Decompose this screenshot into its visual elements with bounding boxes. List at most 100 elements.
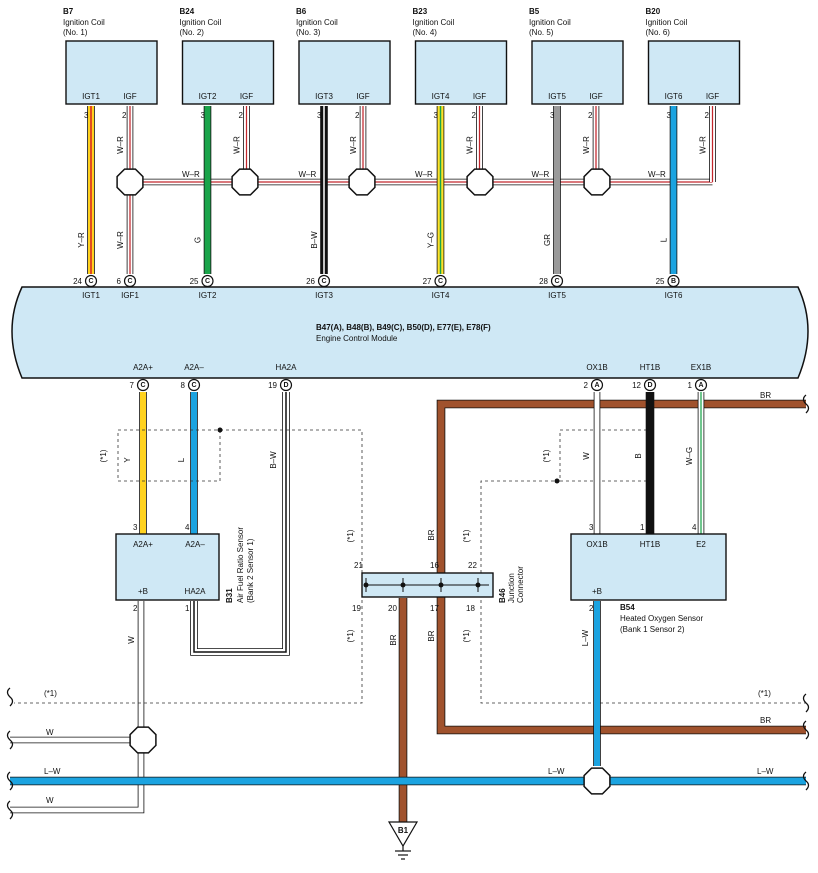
o2-pin-ox1b: OX1B <box>586 540 607 549</box>
ecm-name: Engine Control Module <box>316 334 398 343</box>
ecm-conn-igt-1 <box>84 274 98 288</box>
break-mark-5 <box>802 394 810 414</box>
af-sensor-position: (Bank 2 Sensor 1) <box>246 538 255 603</box>
ecm-pin-num-bottom-2: 8 <box>181 381 186 390</box>
coil-pin-igf-2: IGF <box>240 92 253 101</box>
junction-dot-4 <box>475 582 481 588</box>
coil-number-4: (No. 4) <box>413 28 438 37</box>
ht1b-wire-label: B <box>634 453 643 458</box>
coil-pin-igt-4: IGT4 <box>432 92 450 101</box>
ecm-conn-igt-6 <box>667 274 680 288</box>
coil-number-1: (No. 1) <box>63 28 88 37</box>
igf-splice-octagon-3 <box>348 168 376 196</box>
af-option-dot <box>217 427 223 433</box>
coil-name-5: Ignition Coil <box>529 18 571 27</box>
o2-option-note-2: (*1) <box>462 529 471 542</box>
af-pin-ha2a: HA2A <box>185 587 207 596</box>
junction-top-pin-2: 16 <box>430 561 439 570</box>
af-pin-a2a-minus: A2A– <box>185 540 205 549</box>
ignition-coil-box-5 <box>531 40 624 105</box>
o2-option-dashed-line <box>480 480 806 704</box>
engine-control-module-box <box>11 286 809 379</box>
junction-bottom-pin-2: 20 <box>388 604 397 613</box>
ecm-pin-label-bottom-4: OX1B <box>586 363 607 372</box>
af-option-dashed-line <box>14 429 363 704</box>
af-sensor-box <box>115 533 220 601</box>
br-loop-wire <box>437 400 806 734</box>
coil-number-6: (No. 6) <box>646 28 671 37</box>
o2-pin-num-2: 1 <box>640 523 645 532</box>
ecm-conn-bottom-1-letter: C <box>140 382 145 389</box>
igf-bus-label-5: W–R <box>648 170 666 179</box>
ecm-pin-num-igt-3: 26 <box>306 277 315 286</box>
ecm-pin-num-igf: 6 <box>117 277 122 286</box>
af-pin-num-3: 2 <box>133 604 138 613</box>
igt-wire-label-1: Y–R <box>77 232 86 248</box>
coil-name-3: Ignition Coil <box>296 18 338 27</box>
ignition-coil-box-4 <box>414 40 508 105</box>
w-branch-upper-label: W <box>46 728 54 737</box>
break-mark-3 <box>6 771 14 791</box>
junction-code: B46 <box>498 588 507 603</box>
ecm-pin-label-igt-1: IGT1 <box>82 291 100 300</box>
lw-splice-octagon <box>583 767 611 795</box>
junction-bottom-pin-1: 19 <box>352 604 361 613</box>
junction-name-2: Connector <box>516 566 525 603</box>
coil-number-2: (No. 2) <box>180 28 205 37</box>
ecm-pin-num-bottom-4: 2 <box>584 381 589 390</box>
break-mark-2 <box>6 730 14 750</box>
coil-pin-igt-6: IGT6 <box>665 92 683 101</box>
coil-pin-igf-3: IGF <box>356 92 369 101</box>
break-mark-1 <box>6 687 14 707</box>
ox1b-wire-label: W <box>582 452 591 460</box>
ecm-pin-num-igt-4: 27 <box>423 277 432 286</box>
coil-name-4: Ignition Coil <box>413 18 455 27</box>
ecm-conn-bottom-4 <box>590 378 604 392</box>
ecm-conn-bottom-6-letter: A <box>698 382 703 389</box>
a2a-plus-wire-label: Y <box>123 457 132 463</box>
af-option-dashed-box <box>117 429 221 482</box>
igt-wire-label-5: GR <box>543 234 552 246</box>
ecm-conn-igt-4-letter: C <box>438 278 443 285</box>
br-junction-bottom-label: BR <box>427 630 436 641</box>
ecm-conn-igt-6-letter: B <box>671 278 676 285</box>
igf-bus-label-2: W–R <box>299 170 317 179</box>
ecm-pin-label-igt-6: IGT6 <box>665 291 683 300</box>
o2-pin-num-3: 4 <box>692 523 697 532</box>
igf-drop-label-5: W–R <box>582 136 591 154</box>
ha2a-wire-label: B–W <box>269 451 278 469</box>
lw-right-label: L–W <box>757 767 774 776</box>
igt-wire-label-2: G <box>194 237 203 243</box>
ha2a-wire-outline <box>190 392 290 656</box>
ecm-conn-bottom-3-letter: D <box>283 382 288 389</box>
o2-sensor-name: Heated Oxygen Sensor <box>620 614 703 623</box>
af-pin-num-1: 3 <box>133 523 138 532</box>
coil-pin-num-a-2: 3 <box>201 111 206 120</box>
coil-code-3: B6 <box>296 7 307 16</box>
break-mark-6 <box>802 693 810 713</box>
w-branch-lower-label: W <box>46 796 54 805</box>
ignition-coil-box-1 <box>65 40 158 105</box>
coil-code-4: B23 <box>413 7 428 16</box>
coil-pin-num-b-3: 2 <box>355 111 360 120</box>
o2-pin-num-4: 2 <box>589 604 594 613</box>
af-option-note-3: (*1) <box>346 629 355 642</box>
ecm-pin-num-igt-6: 25 <box>656 277 665 286</box>
ecm-pin-label-bottom-6: EX1B <box>691 363 711 372</box>
junction-dot-2 <box>400 582 406 588</box>
af-pin-num-2: 4 <box>185 523 190 532</box>
wires-layer <box>10 106 806 822</box>
ecm-conn-bottom-3 <box>279 378 293 392</box>
coil-number-5: (No. 5) <box>529 28 554 37</box>
ecm-conn-igt-1-letter: C <box>88 278 93 285</box>
o2-pin-ht1b: HT1B <box>640 540 660 549</box>
af-pin-a2a-plus: A2A+ <box>133 540 153 549</box>
ecm-conn-bottom-5 <box>643 378 657 392</box>
coil-pin-igt-2: IGT2 <box>199 92 217 101</box>
ecm-conn-igf <box>123 274 137 288</box>
af-plusb-wire-label: W <box>127 636 136 644</box>
a2a-minus-wire-label: L <box>177 457 186 462</box>
junction-bottom-pin-4: 18 <box>466 604 475 613</box>
o2-option-note-3: (*1) <box>462 629 471 642</box>
